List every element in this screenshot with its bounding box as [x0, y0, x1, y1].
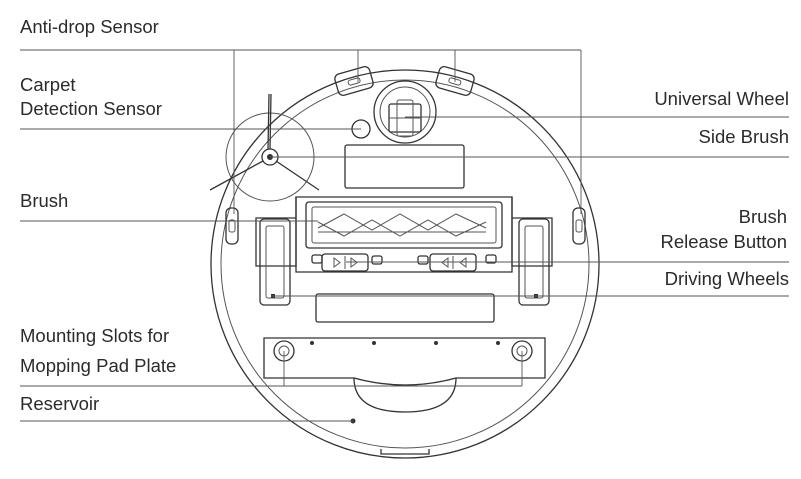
brush-release-button-right: [417, 253, 477, 272]
anti-drop-sensor-right: [572, 207, 586, 245]
mopping-pad-plate: [263, 337, 546, 413]
label-universal-wheel: Universal Wheel: [654, 88, 789, 109]
label-reservoir: Reservoir: [20, 393, 100, 414]
leader-lines: [20, 49, 789, 422]
anti-drop-sensor-front-right: [435, 65, 475, 97]
label-mounting-slots-line2: Mopping Pad Plate: [20, 355, 177, 376]
anti-drop-sensor-front-left: [334, 65, 374, 97]
label-side-brush: Side Brush: [698, 126, 790, 147]
label-brush: Brush: [20, 190, 69, 211]
brush-release-button-left: [321, 253, 383, 272]
label-brush-release-button-line1: Brush: [738, 206, 787, 227]
label-driving-wheels: Driving Wheels: [664, 268, 789, 289]
robot-body: [210, 69, 600, 459]
driving-wheel-left: [259, 218, 291, 306]
label-mounting-slots-line1: Mounting Slots for: [20, 325, 170, 346]
label-anti-drop-sensor: Anti-drop Sensor: [20, 16, 159, 37]
upper-panel: [344, 144, 465, 189]
lower-panel: [315, 293, 495, 323]
universal-wheel: [373, 80, 437, 144]
label-carpet-detection-sensor-line2: Detection Sensor: [20, 98, 162, 119]
side-brush: [209, 93, 320, 202]
brush-housing: [255, 196, 553, 273]
label-carpet-detection-sensor-line1: Carpet: [20, 74, 76, 95]
label-brush-release-button-line2: Release Button: [660, 231, 787, 252]
anti-drop-sensor-left: [225, 207, 239, 245]
